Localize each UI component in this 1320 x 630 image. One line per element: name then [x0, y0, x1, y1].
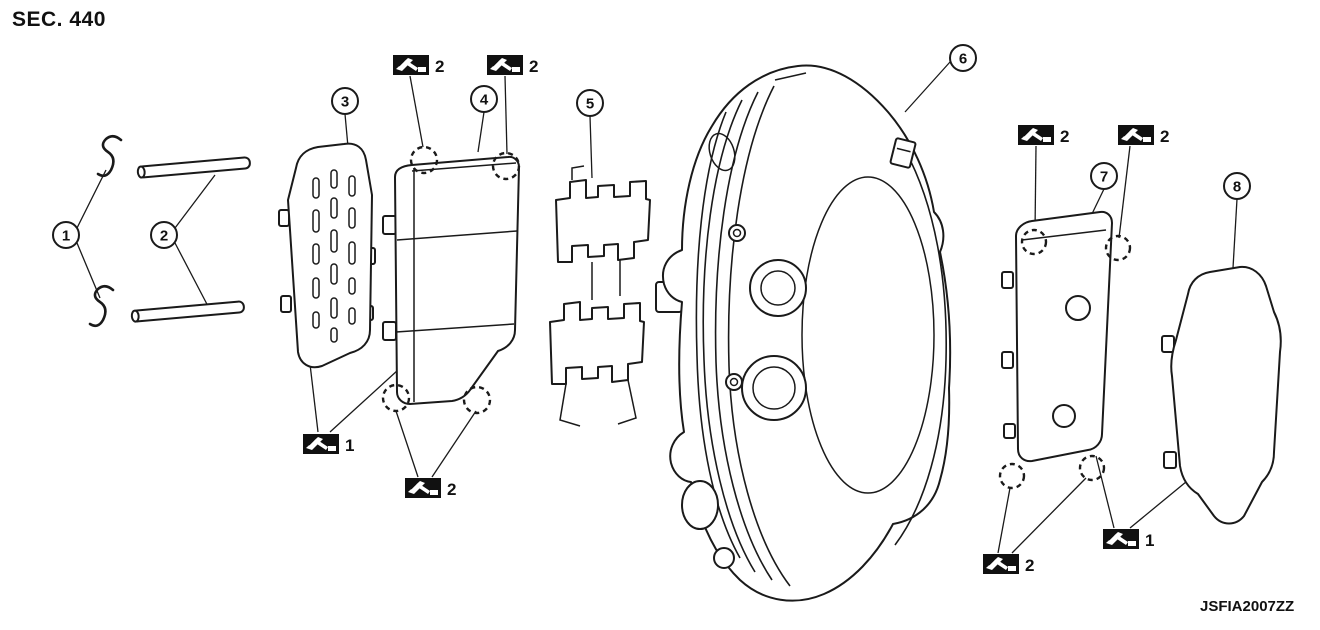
grease-point-marker: [462, 385, 492, 415]
grease-mark-4-number: 2: [1060, 127, 1069, 146]
callout-1-number: 1: [62, 228, 70, 245]
grease-applicator-icon: [1118, 125, 1154, 145]
callout-3: 3: [331, 87, 359, 115]
inner-brake-pad: [1161, 265, 1282, 525]
grease-point-marker: [409, 145, 439, 175]
grease-point-marker: [381, 383, 411, 413]
pad-pin-bottom: [130, 300, 245, 323]
callout-6: 6: [949, 44, 977, 72]
callout-8-number: 8: [1233, 179, 1241, 196]
inner-pad-shim: [1001, 210, 1113, 463]
grease-point-marker: [1078, 454, 1106, 482]
grease-mark-3: 2: [405, 478, 456, 499]
callout-4-number: 4: [480, 92, 489, 109]
grease-mark-0-number: 2: [435, 57, 444, 76]
grease-applicator-icon: [303, 434, 339, 454]
callout-5-number: 5: [586, 96, 594, 113]
grease-applicator-icon: [405, 478, 441, 498]
grease-point-marker: [1020, 228, 1048, 256]
outer-brake-pad: [382, 155, 520, 405]
grease-mark-6-number: 2: [1025, 556, 1034, 575]
callout-6-number: 6: [959, 51, 967, 68]
grease-mark-4: 2: [1018, 125, 1069, 146]
callout-3-number: 3: [341, 94, 349, 111]
callout-2-number: 2: [160, 228, 168, 245]
grease-mark-0: 2: [393, 55, 444, 76]
callout-2: 2: [150, 221, 178, 249]
grease-mark-7: 1: [1103, 529, 1154, 550]
outer-pad-shim-cover: [278, 142, 376, 369]
r-clip-bottom: [88, 284, 115, 328]
callout-4: 4: [470, 85, 498, 113]
grease-applicator-icon: [1103, 529, 1139, 549]
callout-5: 5: [576, 89, 604, 117]
grease-point-marker: [1104, 234, 1132, 262]
grease-mark-1-number: 2: [529, 57, 538, 76]
grease-mark-3-number: 2: [447, 480, 456, 499]
grease-applicator-icon: [487, 55, 523, 75]
grease-applicator-icon: [393, 55, 429, 75]
callout-7-number: 7: [1100, 169, 1108, 186]
shim-slot-pattern: [312, 169, 356, 343]
grease-mark-7-number: 1: [1145, 531, 1154, 550]
grease-mark-1: 2: [487, 55, 538, 76]
grease-mark-6: 2: [983, 554, 1034, 575]
grease-applicator-icon: [983, 554, 1019, 574]
bleeder-screw: [889, 137, 917, 169]
grease-mark-2-number: 1: [345, 436, 354, 455]
callout-8: 8: [1223, 172, 1251, 200]
grease-point-marker: [491, 151, 521, 181]
r-clip-top: [96, 134, 123, 178]
figure-code: JSFIA2007ZZ: [1200, 598, 1295, 615]
pad-retainer-springs: [549, 165, 651, 427]
grease-applicator-icon: [1018, 125, 1054, 145]
grease-mark-2: 1: [303, 434, 354, 455]
grease-mark-5: 2: [1118, 125, 1169, 146]
section-label: SEC. 440: [12, 8, 106, 31]
callout-7: 7: [1090, 162, 1118, 190]
grease-mark-5-number: 2: [1160, 127, 1169, 146]
callout-1: 1: [52, 221, 80, 249]
brake-caliper-body: [655, 64, 952, 602]
grease-point-marker: [998, 462, 1026, 490]
pad-pin-top: [136, 156, 251, 179]
